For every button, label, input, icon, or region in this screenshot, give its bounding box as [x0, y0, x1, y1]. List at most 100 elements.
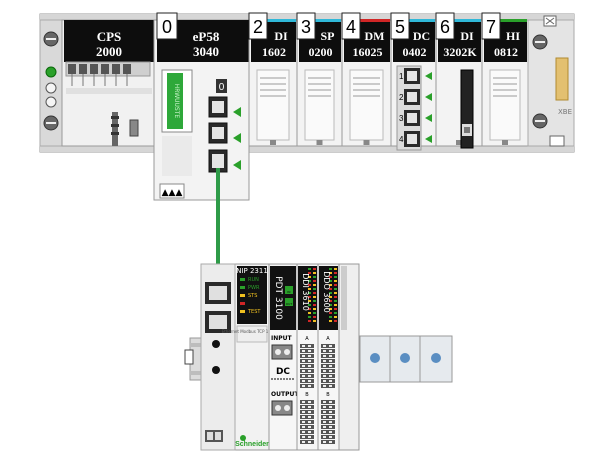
pdt-module[interactable]: PDT 3100 IN OUT INPUT DC OUTPUT — [268, 263, 299, 451]
io-module-label-line1: DI — [274, 29, 288, 43]
status-led — [329, 280, 332, 282]
pdt-output-terminal — [271, 400, 293, 416]
io-module-cover — [256, 69, 290, 141]
nip-led-label: STS — [248, 293, 257, 299]
ddo-module[interactable]: DDO 3600 A B — [317, 263, 340, 451]
cpu-ethernet-port-3[interactable] — [208, 149, 228, 173]
status-led — [334, 276, 337, 278]
nip-title: NIP 2311 — [236, 267, 268, 275]
status-led — [313, 276, 316, 278]
status-led — [313, 272, 316, 274]
status-led — [329, 320, 332, 322]
cpu-ethernet-port-1[interactable] — [208, 96, 228, 118]
comm-ethernet-port-3[interactable] — [404, 110, 420, 126]
pdt-out-label: OUT — [286, 302, 293, 306]
status-led — [329, 304, 332, 306]
brand-logo-icon — [240, 435, 246, 441]
status-led — [329, 284, 332, 286]
status-led — [329, 288, 332, 290]
ps-label-line1: CPS — [97, 29, 122, 44]
status-led — [308, 276, 311, 278]
status-led — [329, 300, 332, 302]
ps-terminal-block — [65, 61, 151, 86]
nip-led — [240, 294, 245, 297]
status-led — [313, 284, 316, 286]
status-led — [313, 292, 316, 294]
status-led — [334, 320, 337, 322]
port-status-arrow-icon — [233, 107, 241, 117]
comm-port-number: 1 — [399, 72, 404, 81]
pdt-output-label: OUTPUT — [271, 391, 299, 398]
port-status-arrow-icon — [425, 72, 432, 80]
status-led — [329, 312, 332, 314]
status-led — [329, 268, 332, 270]
nip-ethernet-port-1[interactable] — [205, 282, 231, 304]
io-slot-number: 2 — [253, 17, 263, 37]
rack-end-label: XBE — [558, 108, 572, 116]
power-supply-module[interactable]: CPS 2000 — [61, 19, 155, 147]
io-slot-number: 3 — [301, 17, 311, 37]
io-module-label-line1: SP — [320, 29, 334, 43]
pdt-input-terminal — [271, 344, 293, 360]
status-led — [334, 316, 337, 318]
io-module-label-line2: 0812 — [494, 45, 518, 59]
io-slot-number: 7 — [486, 17, 496, 37]
nip-ethernet-port-2[interactable] — [205, 311, 231, 333]
ddo-title: DDO 3600 — [322, 271, 331, 313]
status-led — [308, 272, 311, 274]
comm-port-number: 3 — [399, 114, 404, 123]
ddi-terminals — [300, 344, 314, 444]
nip-led — [240, 278, 245, 281]
ddo-column-a: A — [326, 336, 330, 342]
comm-ethernet-port-2[interactable] — [404, 89, 420, 105]
status-led — [329, 308, 332, 310]
status-led — [308, 284, 311, 286]
ddi-title: DDI 3610 — [301, 273, 310, 311]
status-led — [313, 308, 316, 310]
ddo-terminals — [321, 344, 335, 444]
end-plate — [389, 335, 421, 383]
io-slot-number: 5 — [395, 17, 405, 37]
rack-right-end: XBE — [527, 15, 575, 147]
io-module-label-line2: 0402 — [403, 45, 427, 59]
comm-ethernet-port-1[interactable] — [404, 68, 420, 84]
rack: CPS 2000 0 eP58 3040 — [39, 12, 575, 201]
status-led — [313, 316, 316, 318]
comm-ethernet-port-4[interactable] — [404, 131, 420, 147]
status-led — [308, 280, 311, 282]
ddi-column-b: B — [305, 392, 309, 398]
status-led — [313, 280, 316, 282]
nip-led — [240, 310, 245, 313]
ddo-status-leds — [329, 268, 337, 322]
io-module-label-line1: DI — [460, 29, 474, 43]
status-led — [329, 272, 332, 274]
status-led — [313, 320, 316, 322]
pdt-in-label: IN — [287, 290, 290, 294]
nip-led — [240, 302, 245, 305]
status-led — [329, 292, 332, 294]
comm-port-number: 2 — [399, 93, 404, 102]
pdt-input-label: INPUT — [271, 335, 293, 342]
cpu-label-line1: eP58 — [193, 29, 220, 44]
io-slot-number: 4 — [346, 17, 356, 37]
ddo-column-b: B — [326, 392, 330, 398]
cpu-ethernet-port-2[interactable] — [208, 122, 228, 144]
cpu-module[interactable]: 0 eP58 3040 HRWUUSTE ▲▲▲ 0 — [153, 12, 250, 201]
nip-caption: Ethernet Modbus TCP 10/100T — [222, 329, 283, 334]
nip-led — [240, 286, 245, 289]
pdt-dc-label: DC — [276, 367, 290, 377]
ddi-status-leds — [308, 268, 316, 322]
rack-extender-connector — [555, 57, 569, 101]
ddi-module[interactable]: DDI 3610 A B — [296, 263, 319, 451]
status-led — [334, 288, 337, 290]
pdt-title: PDT 3100 — [273, 276, 283, 320]
